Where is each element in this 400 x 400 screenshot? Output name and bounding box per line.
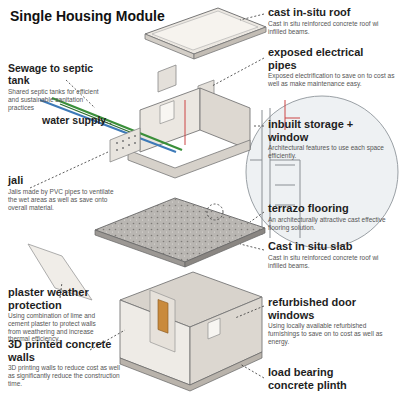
callout-heading: water supply	[42, 114, 132, 126]
callout-heading: refurbished door windows	[268, 296, 378, 321]
detail-inset	[246, 96, 398, 248]
water-pipe	[40, 100, 176, 152]
callout-note: Exposed electrification to save on to co…	[268, 72, 396, 88]
callout-heading: exposed electrical pipes	[268, 46, 378, 71]
callout-note: Cast in situ reinforced concrete roof wi…	[268, 254, 396, 270]
callout-note: Jalis made by PVC pipes to ventilate the…	[8, 188, 120, 211]
callout-heading: cast in-situ roof	[268, 6, 396, 19]
wall-piece	[158, 65, 176, 92]
callout-heading: load bearing concrete plinth	[268, 366, 378, 391]
callout-note: Cast in situ reinforced concrete roof wi…	[268, 20, 396, 36]
callout-heading: jali	[8, 174, 68, 187]
callout-note: Using locally available refurbished furn…	[268, 322, 396, 345]
callout-note: 3D printing walls to reduce cost as well…	[8, 364, 126, 387]
callout-heading: terrazo flooring	[268, 202, 396, 215]
callout-heading: inbuilt storage + window	[268, 118, 378, 143]
terrazo-slab	[95, 198, 265, 267]
jali-panel	[110, 128, 140, 162]
callout-note: Shared septic tanks for efficient and su…	[8, 88, 108, 111]
upper-walls	[128, 88, 250, 178]
lower-module	[120, 272, 262, 391]
callout-note: An architecturally attractive cast effec…	[268, 216, 396, 232]
callout-heading: 3D printed concrete walls	[8, 338, 130, 363]
callout-note: Architectural features to use each space…	[268, 144, 392, 160]
callout-heading: Sewage to septic tank	[8, 62, 108, 86]
callout-heading: plaster weather protection	[8, 286, 118, 311]
diagram-title: Single Housing Module	[10, 8, 165, 24]
callout-heading: Cast in situ slab	[268, 240, 396, 253]
